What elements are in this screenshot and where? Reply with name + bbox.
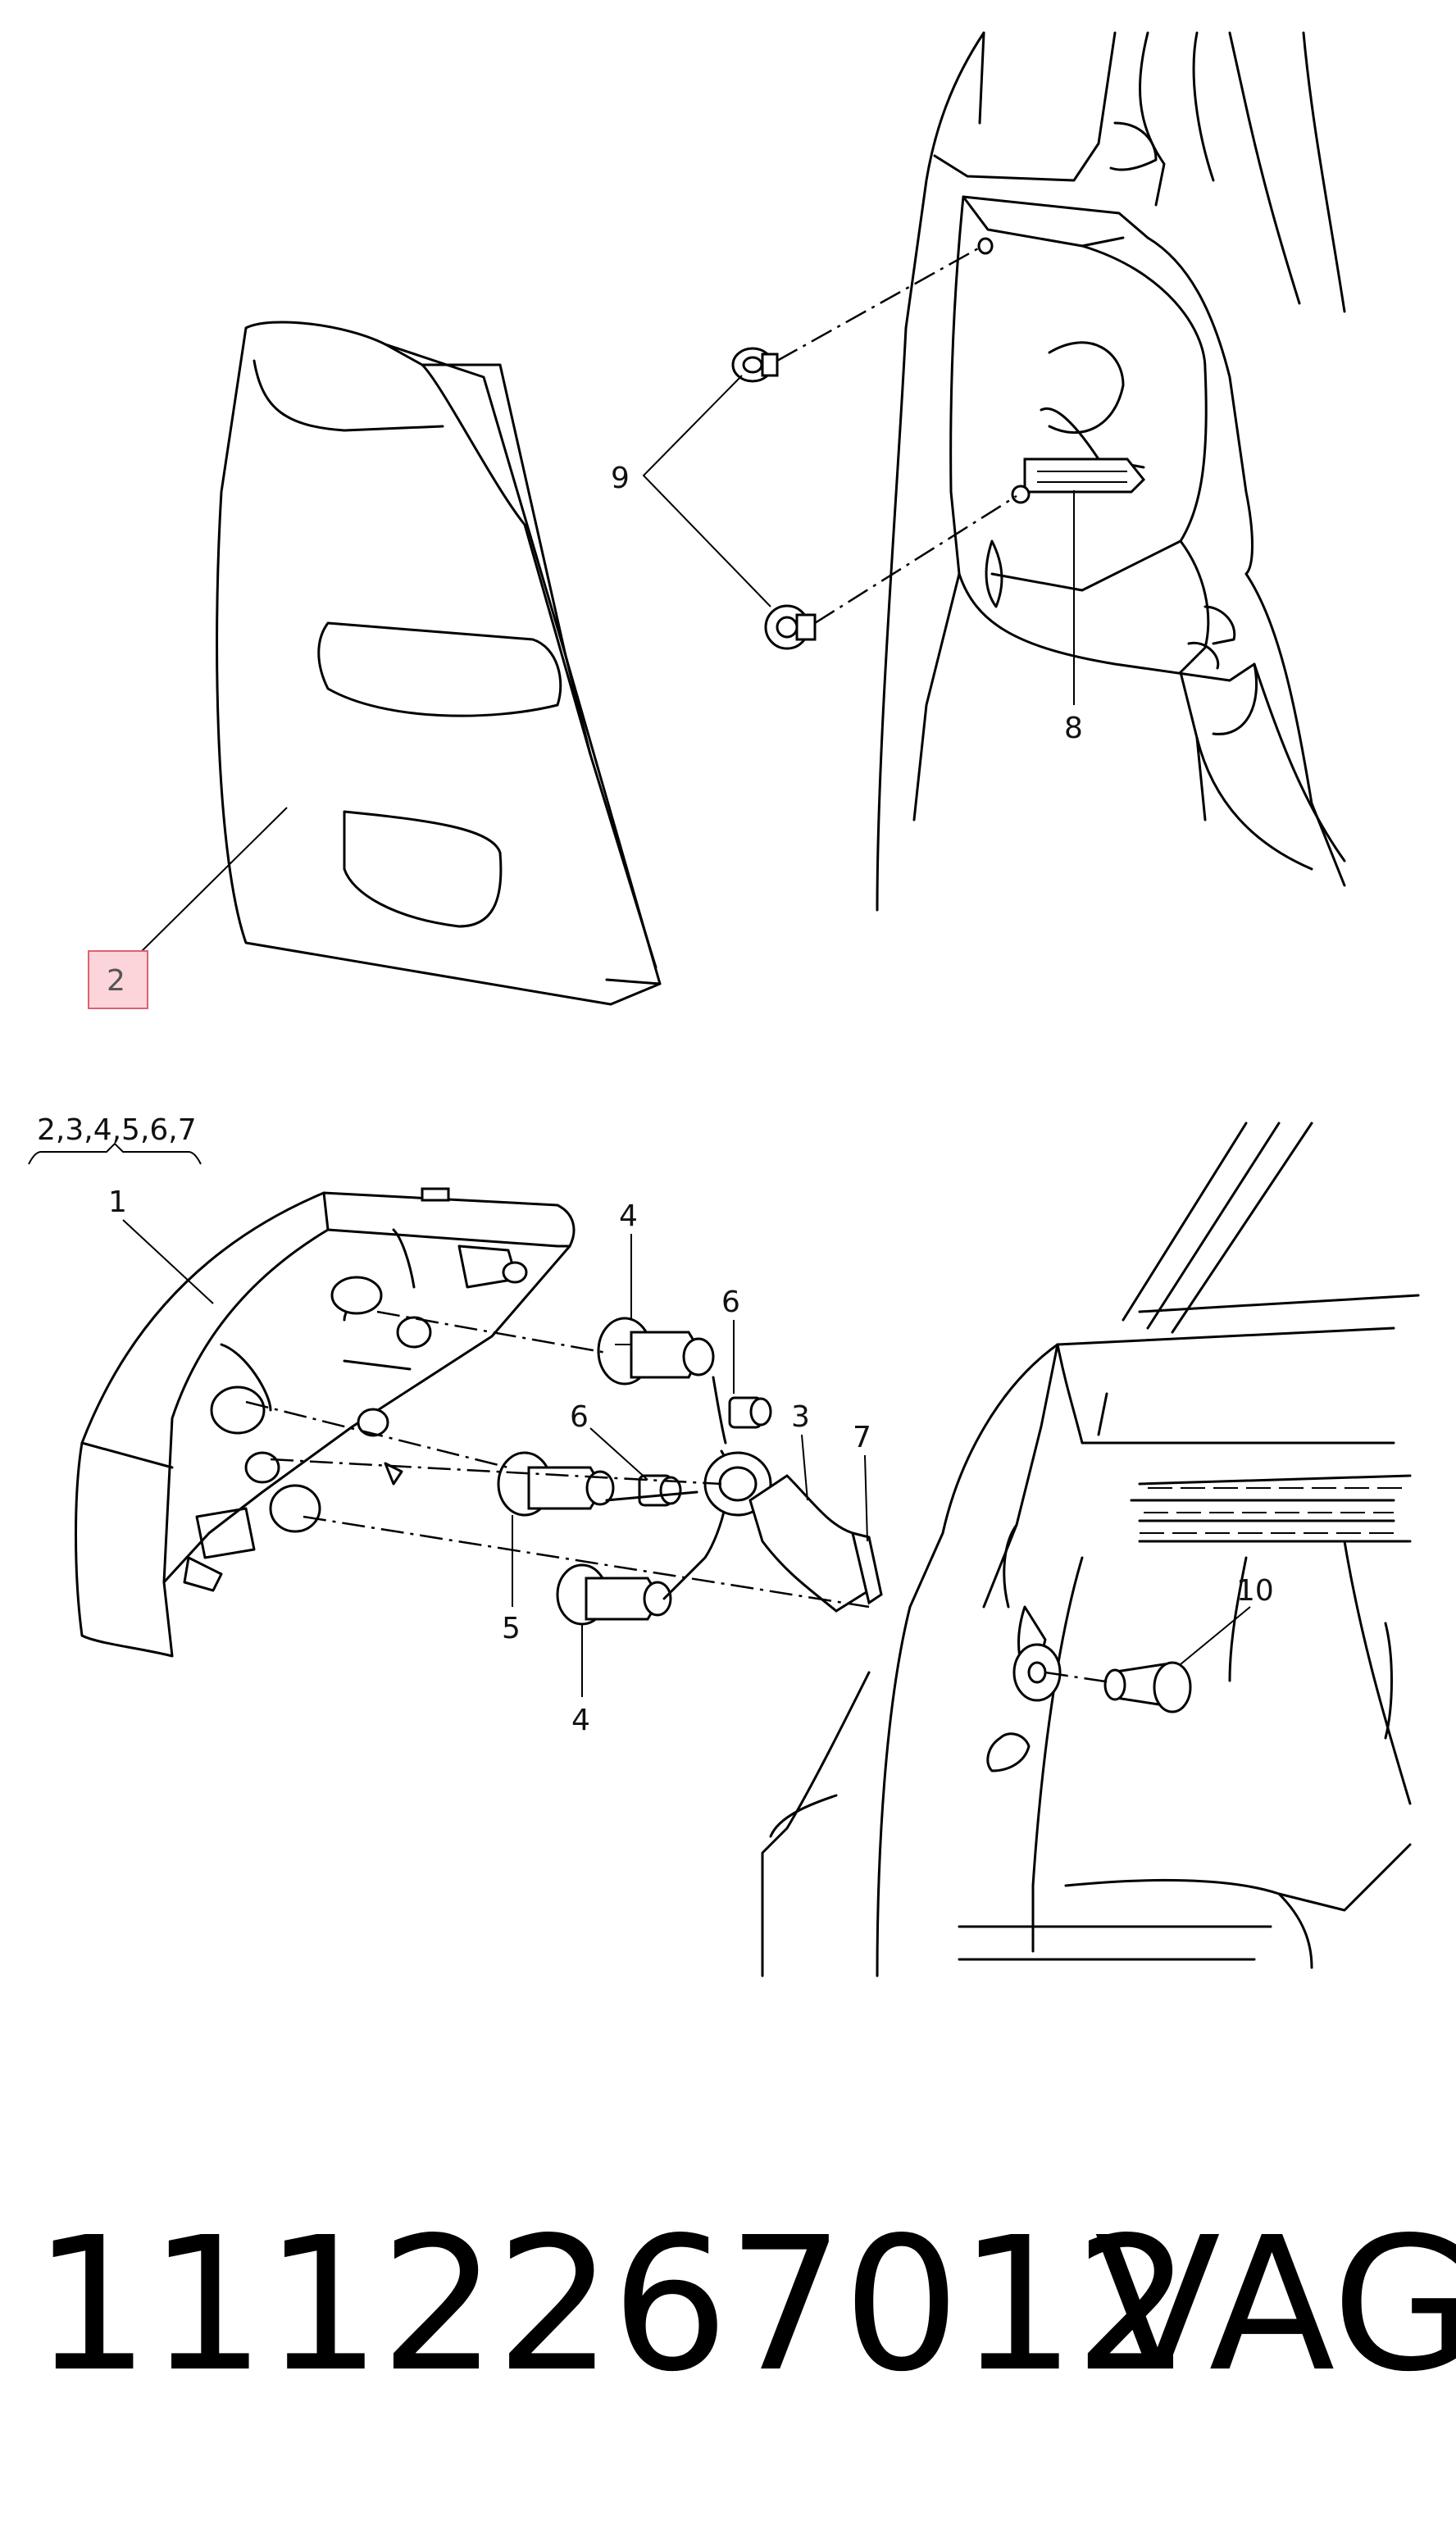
mount-hole-upper (977, 237, 994, 255)
leader-7 (864, 1454, 868, 1542)
bulb-4-upper (597, 1317, 715, 1386)
vent-slots (1140, 1487, 1410, 1534)
clip-9-upper (731, 347, 779, 383)
callout-3: 3 (791, 1400, 810, 1434)
clip-10 (1103, 1661, 1192, 1713)
leader-9 (642, 375, 771, 607)
leader-2 (137, 807, 288, 956)
leader-6-lower (589, 1427, 648, 1481)
leader-10 (1180, 1606, 1251, 1665)
callout-8: 8 (1064, 712, 1083, 745)
clip-9-lower (764, 604, 817, 650)
callout-4-upper: 4 (619, 1199, 638, 1233)
connector-8 (1011, 457, 1146, 504)
leader-3 (801, 1434, 808, 1501)
alignment-line-9-upper (776, 246, 981, 362)
alignment-line-b (245, 1400, 509, 1469)
callout-6-lower: 6 (570, 1400, 589, 1434)
group-bracket (28, 1142, 202, 1165)
callout-group: 2,3,4,5,6,7 (37, 1113, 197, 1147)
callout-6-upper: 6 (721, 1285, 740, 1319)
callout-10: 10 (1236, 1574, 1274, 1608)
brand-name: VAG (1094, 2198, 1456, 2413)
alignment-line-10 (1044, 1671, 1112, 1684)
bulb-4-lower (556, 1563, 672, 1626)
callout-9: 9 (611, 462, 630, 495)
callout-5: 5 (502, 1612, 521, 1645)
callout-7: 7 (853, 1421, 871, 1454)
alignment-line-c (270, 1458, 722, 1486)
callout-2-highlight (88, 950, 148, 1009)
leader-1 (122, 1219, 214, 1304)
socket-6-upper (728, 1396, 772, 1429)
callout-2: 2 (107, 964, 125, 998)
rear-body-panel-bottom (761, 1122, 1420, 1977)
part-number: 1112267012 (33, 2198, 1192, 2413)
callout-1: 1 (108, 1185, 127, 1219)
alignment-line-d (303, 1515, 870, 1609)
bulb-5 (497, 1451, 615, 1517)
callout-4-lower: 4 (571, 1704, 590, 1737)
tail-lamp-housing (216, 321, 662, 1006)
rear-body-panel-top (876, 31, 1346, 912)
tail-lamp-assembly (75, 1187, 576, 1658)
alignment-line-9-lower (814, 494, 1017, 625)
